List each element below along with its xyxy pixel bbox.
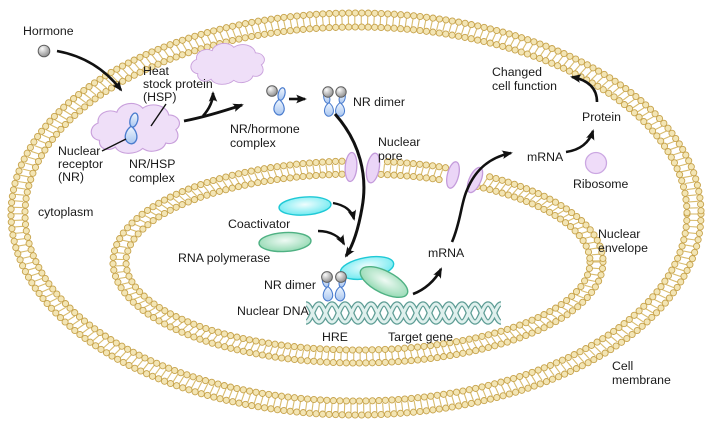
- arrow-coactivator-join: [332, 201, 357, 221]
- label-cell-membrane-line2: membrane: [612, 373, 671, 387]
- cell-membrane: [7, 9, 705, 419]
- label-nr-hsp-complex-line2: complex: [129, 171, 176, 185]
- arrow-dimer-into-nucleus: [333, 113, 366, 258]
- pointer-nuclear-receptor: [101, 138, 127, 152]
- label-cytoplasm: cytoplasm: [38, 205, 93, 219]
- labels: Hormone Heat stock protein (HSP) Nuclear…: [23, 24, 671, 387]
- nuclear-pore-petal: [365, 152, 381, 184]
- nuclear-envelope: [109, 157, 607, 367]
- label-protein: Protein: [582, 110, 621, 124]
- label-nuclear-pore-line2: pore: [378, 149, 403, 163]
- label-changed-line2: cell function: [492, 79, 557, 93]
- label-ribosome: Ribosome: [573, 177, 629, 191]
- nuclear-dna-helix: [304, 301, 503, 325]
- label-mrna-cytoplasm: mRNA: [527, 150, 564, 164]
- arrow-protein-to-function: [570, 74, 599, 103]
- arrows: [56, 49, 599, 296]
- hormone-molecule: [335, 271, 347, 283]
- label-nuclear-receptor-line1: Nuclear: [58, 144, 100, 158]
- label-hre: HRE: [322, 330, 348, 344]
- label-hsp-line2: stock protein: [143, 77, 213, 91]
- label-nuclear-dna: Nuclear DNA: [237, 304, 310, 318]
- label-mrna-nucleus: mRNA: [428, 246, 465, 260]
- arrow-hormone-entry: [56, 49, 123, 92]
- nr-dimer-on-dna: [320, 271, 348, 302]
- arrow-hsp-release: [202, 91, 218, 117]
- nr-hormone-complex: [266, 85, 287, 116]
- arrow-mrna-to-protein: [565, 129, 595, 154]
- label-hsp-line1: Heat: [143, 64, 170, 78]
- arrow-polymerase-join: [317, 229, 346, 246]
- rna-polymerase-ellipse: [258, 231, 312, 253]
- label-hormone: Hormone: [23, 24, 74, 38]
- label-nr-dimer-top: NR dimer: [353, 95, 405, 109]
- label-nuclear-envelope-line1: Nuclear: [598, 227, 640, 241]
- nuclear-pores: [344, 151, 484, 194]
- nr-dimer-cytoplasm: [322, 86, 347, 117]
- hormone-molecule: [321, 271, 333, 283]
- arrow-gene-to-mrna: [412, 267, 443, 296]
- label-nuclear-pore-line1: Nuclear: [378, 135, 420, 149]
- label-nr-hormone-line2: complex: [230, 136, 277, 150]
- arrow-mrna-export: [450, 150, 513, 243]
- label-nuclear-receptor-line2: receptor: [58, 157, 103, 171]
- label-nr-hormone-line1: NR/hormone: [230, 122, 300, 136]
- hormone-molecule: [266, 85, 278, 97]
- label-cell-membrane-line1: Cell: [612, 359, 633, 373]
- nuclear-pore-petal: [344, 151, 358, 183]
- label-coactivator: Coactivator: [228, 217, 290, 231]
- arrow-to-nr-hormone-complex: [183, 103, 244, 123]
- ribosome-circle: [584, 151, 608, 175]
- label-nuclear-receptor-line3: (NR): [58, 170, 84, 184]
- hormone-molecule: [322, 86, 334, 98]
- hormone-molecule: [37, 44, 51, 58]
- label-nr-dimer-dna: NR dimer: [264, 278, 316, 292]
- coactivator-ellipse: [278, 196, 332, 216]
- pointer-hsp: [150, 103, 167, 127]
- hormone-molecule: [335, 86, 347, 98]
- label-nuclear-envelope-line2: envelope: [598, 241, 648, 255]
- label-hsp-line3: (HSP): [143, 90, 176, 104]
- nr-hsp-complex-cloud: [90, 102, 181, 154]
- label-changed-line1: Changed: [492, 65, 542, 79]
- rna-polymerase-bound: [359, 265, 409, 299]
- label-nr-hsp-complex-line1: NR/HSP: [129, 157, 175, 171]
- label-rna-polymerase: RNA polymerase: [178, 251, 270, 265]
- label-target-gene: Target gene: [388, 330, 453, 344]
- nuclear-pore-petal: [446, 161, 460, 189]
